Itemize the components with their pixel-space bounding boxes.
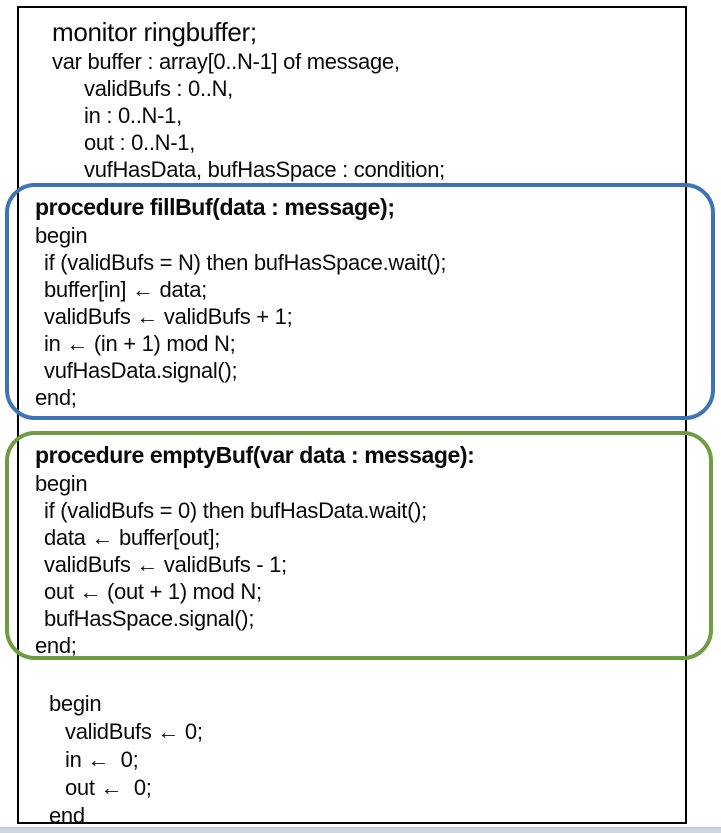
code-line: var buffer : array[0..N-1] of message, [52, 49, 400, 74]
monitor-code-box: monitor ringbuffer; var buffer : array[0… [17, 6, 687, 828]
code-line: out ← 0; [65, 775, 152, 800]
code-line: end; [35, 385, 77, 410]
code-line: validBufs ← validBufs - 1; [44, 552, 287, 577]
code-line: out ← (out + 1) mod N; [44, 579, 262, 604]
fillbuf-procedure-block: procedure fillBuf(data : message); begin… [35, 192, 703, 411]
code-line: bufHasSpace.signal(); [44, 606, 255, 631]
code-line: in : 0..N-1, [84, 103, 182, 128]
code-line: validBufs ← 0; [65, 719, 203, 744]
code-line: in ← 0; [65, 747, 139, 772]
code-line: validBufs : 0..N, [84, 76, 233, 101]
code-line: begin [35, 223, 88, 248]
code-line: if (validBufs = 0) then bufHasData.wait(… [44, 498, 427, 523]
code-line: in ← (in + 1) mod N; [44, 331, 236, 356]
monitor-init-block: begin validBufs ← 0; in ← 0; out ← 0; en… [49, 690, 203, 830]
procedure-title: procedure fillBuf(data : message); [35, 194, 395, 220]
procedure-title: procedure emptyBuf(var data : message): [35, 442, 475, 468]
monitor-declaration-block: monitor ringbuffer; var buffer : array[0… [52, 16, 685, 183]
code-line: validBufs ← validBufs + 1; [44, 304, 293, 329]
fillbuf-highlight-box: procedure fillBuf(data : message); begin… [5, 183, 715, 420]
emptybuf-procedure-block: procedure emptyBuf(var data : message): … [35, 440, 701, 659]
code-line: monitor ringbuffer; [52, 17, 257, 47]
code-line: begin [35, 471, 88, 496]
code-line: begin [49, 691, 102, 716]
code-line: if (validBufs = N) then bufHasSpace.wait… [44, 250, 447, 275]
code-line: data ← buffer[out]; [44, 525, 221, 550]
code-line: end; [35, 633, 77, 658]
code-line: end [49, 803, 85, 828]
code-line: vufHasData, bufHasSpace : condition; [84, 157, 445, 182]
code-line: vufHasData.signal(); [44, 358, 238, 383]
code-line: out : 0..N-1, [84, 130, 196, 155]
code-line: buffer[in] ← data; [44, 277, 207, 302]
bottom-bar [0, 827, 721, 833]
emptybuf-highlight-box: procedure emptyBuf(var data : message): … [5, 431, 713, 660]
